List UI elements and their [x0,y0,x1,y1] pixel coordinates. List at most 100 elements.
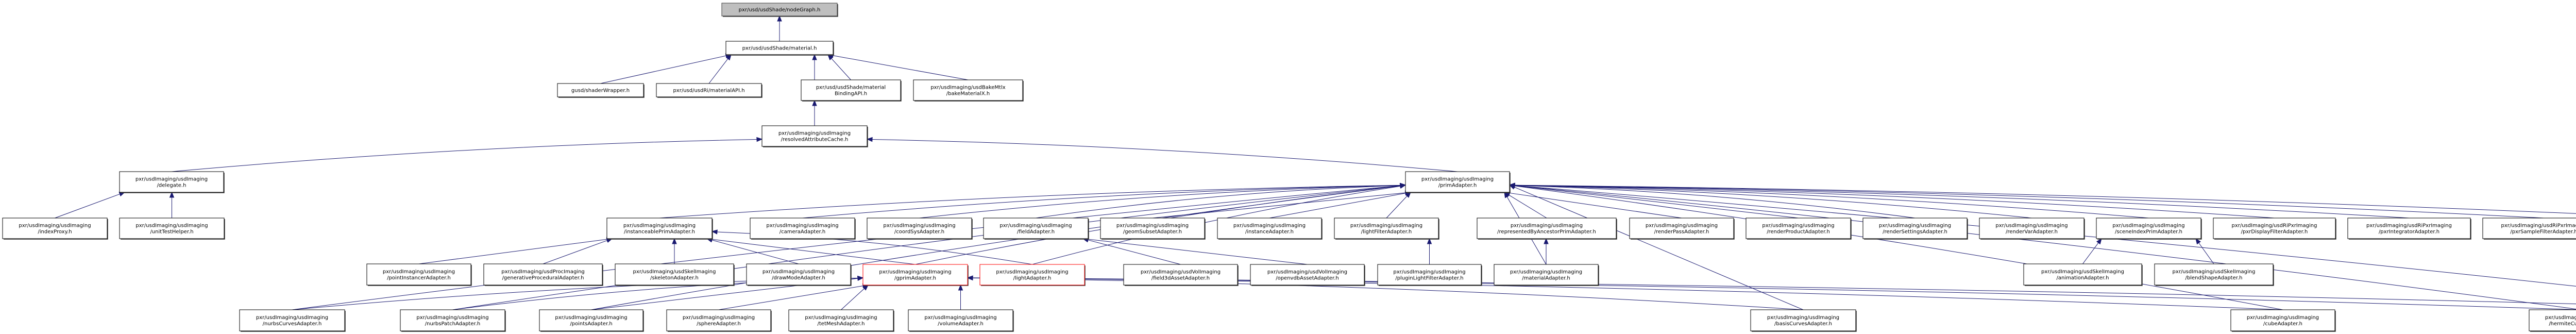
node-point-instancer-adapter[interactable]: pxr/usdImaging/usdImaging/pointInstancer… [366,263,472,286]
node-resolved-attribute-cache[interactable]: pxr/usdImaging/usdImaging/resolvedAttrib… [761,125,868,147]
node-plugin-light-filter-adapter[interactable]: pxr/usdImaging/usdImaging/pluginLightFil… [1377,264,1482,286]
node-hermite-curves-adapter[interactable]: pxr/usdImaging/usdImaging/hermiteCurvesA… [2529,309,2576,332]
node-shadow [2349,219,2471,240]
node-prim-adapter[interactable]: pxr/usdImaging/usdImaging/primAdapter.h [1405,171,1511,193]
node-box [761,125,868,147]
node-represented-by-ancestor-prim-adapter[interactable]: pxr/usdImaging/usdImaging/representedByA… [1477,218,1617,240]
node-generative-procedural-adapter[interactable]: pxr/usdImaging/usdProcImaging/generative… [483,263,603,286]
arrowhead-icon [866,137,873,142]
node-box [557,83,644,97]
node-tet-mesh-adapter[interactable]: pxr/usdImaging/usdImaging/tetMeshAdapter… [788,309,894,332]
node-blend-shape-adapter[interactable]: pxr/usdImaging/usdSkelImaging/blendShape… [2154,263,2274,286]
node-label: /resolvedAttributeCache.h [781,137,849,143]
dependency-edge [543,240,607,264]
node-label: pxr/usdImaging/usdImaging [883,223,955,229]
dependency-edge [1088,240,1181,265]
node-instance-adapter[interactable]: pxr/usdImaging/usdImaging/instanceAdapte… [1217,218,1323,240]
node-delegate[interactable]: pxr/usdImaging/usdImaging/delegate.h [119,171,225,193]
node-label: pxr/usdImaging/usdRiPxrImaging [2501,223,2576,229]
node-label: /representedByAncestorPrimAdapter.h [1497,229,1596,235]
node-node-graph[interactable]: pxr/usd/usdShade/nodeGraph.h [721,3,838,17]
node-label: pxr/usdImaging/usdImaging [416,315,488,321]
arrowhead-icon [812,54,817,60]
node-nurbs-curves-adapter[interactable]: pxr/usdImaging/usdImaging/nurbsCurvesAda… [239,309,346,332]
node-box [539,309,643,331]
node-label: /cubeAdapter.h [2263,321,2302,327]
node-label: /renderSettingsAdapter.h [1883,229,1947,235]
node-shadow [723,4,838,17]
node-label: pxr/usdImaging/usdImaging [1879,223,1951,229]
node-animation-adapter[interactable]: pxr/usdImaging/usdSkelImaging/animationA… [2023,263,2143,286]
dependency-edge [802,185,1401,219]
node-pxr-sample-filter-adapter[interactable]: pxr/usdImaging/usdRiPxrImaging/pxrSample… [2482,218,2576,240]
node-field3d-asset-adapter[interactable]: pxr/usdImaging/usdVolImaging/field3dAsse… [1123,264,1239,286]
node-index-proxy[interactable]: pxr/usdImaging/usdImaging/indexProxy.h [2,218,108,240]
node-shadow [2232,311,2336,332]
node-label: pxr/usdImaging/usdVolImaging [1141,270,1221,275]
node-label: pxr/usdImaging/usdImaging [135,223,208,229]
node-render-var-adapter[interactable]: pxr/usdImaging/usdImaging/renderVarAdapt… [1979,218,2085,240]
node-field-adapter[interactable]: pxr/usdImaging/usdImaging/fieldAdapter.h [983,218,1089,240]
node-label: /pxrSampleFilterAdapter.h [2510,229,2576,235]
dependency-edge [1509,192,1682,219]
node-shadow [1406,173,1511,193]
node-label: pxr/usdImaging/usdBakeMtlx [930,85,1005,91]
node-label: pxr/usdImaging/usdImaging [555,315,627,321]
node-shadow [4,219,108,240]
node-camera-adapter[interactable]: pxr/usdImaging/usdImaging/cameraAdapter.… [750,218,856,240]
node-light-adapter[interactable]: pxr/usdImaging/usdImaging/lightAdapter.h [979,264,1086,286]
dependency-edge [833,55,969,80]
node-cube-adapter[interactable]: pxr/usdImaging/usdImaging/cubeAdapter.h [2230,309,2336,332]
node-shadow [1125,265,1239,286]
node-coord-sys-adapter[interactable]: pxr/usdImaging/usdImaging/coordSysAdapte… [867,218,973,240]
node-label: /pxrIntegratorAdapter.h [2379,229,2439,235]
node-render-product-adapter[interactable]: pxr/usdImaging/usdImaging/renderProductA… [1745,218,1852,240]
node-pxr-integrator-adapter[interactable]: pxr/usdImaging/usdRiPxrImaging/pxrIntegr… [2347,218,2471,240]
node-label: pxr/usdImaging/usdImaging [1393,270,1465,275]
node-unit-test-helper[interactable]: pxr/usdImaging/usdImaging/unitTestHelper… [119,218,225,240]
node-label: /sphereAdapter.h [697,321,741,327]
node-instanceable-prim-adapter[interactable]: pxr/usdImaging/usdImaging/instanceablePr… [606,218,713,240]
node-gprim-adapter[interactable]: pxr/usdImaging/usdImaging/gprimAdapter.h [862,264,969,286]
node-bake-material-x[interactable]: pxr/usdImaging/usdBakeMtlx/bakeMaterialX… [913,79,1024,102]
node-material-adapter[interactable]: pxr/usdImaging/usdImaging/materialAdapte… [1494,264,1599,286]
node-label: pxr/usdImaging/usdImaging [383,269,455,275]
node-light-filter-adapter[interactable]: pxr/usdImaging/usdImaging/lightFilterAda… [1334,218,1439,240]
dependency-edge [1514,187,1804,310]
node-scene-index-prim-adapter[interactable]: pxr/usdImaging/usdImaging/sceneIndexPrim… [2096,218,2202,240]
node-shadow [1251,265,1365,286]
node-basis-curves-adapter[interactable]: pxr/usdImaging/usdImaging/basisCurvesAda… [1750,309,1857,332]
node-box [1100,218,1205,239]
node-openvdb-asset-adapter[interactable]: pxr/usdImaging/usdVolImaging/openvdbAsse… [1250,264,1365,286]
node-label: /sceneIndexPrimAdapter.h [2115,229,2182,235]
node-sphere-adapter[interactable]: pxr/usdImaging/usdImaging/sphereAdapter.… [666,309,772,332]
dependency-edge [1514,185,2410,219]
arrowhead-icon [1427,238,1432,244]
node-render-settings-adapter[interactable]: pxr/usdImaging/usdImaging/renderSettings… [1862,218,1968,240]
node-geom-subset-adapter[interactable]: pxr/usdImaging/usdImaging/geomSubsetAdap… [1100,218,1206,240]
dependency-edge [711,239,916,265]
dependency-edge [831,58,851,80]
node-skeleton-adapter[interactable]: pxr/usdImaging/usdSkelImaging/skeletonAd… [615,263,735,286]
node-box [1629,218,1734,239]
node-label: /renderPassAdapter.h [1654,229,1709,235]
node-render-pass-adapter[interactable]: pxr/usdImaging/usdImaging/renderPassAdap… [1629,218,1735,240]
node-volume-adapter[interactable]: pxr/usdImaging/usdImaging/volumeAdapter.… [908,309,1014,332]
node-shadow [909,311,1014,332]
node-label: pxr/usdImaging/usdRiPxrImaging [2366,223,2452,229]
node-shadow [1631,219,1735,240]
node-material[interactable]: pxr/usd/usdShade/material.h [725,41,834,56]
node-label: /lightFilterAdapter.h [1361,229,1412,235]
node-box [1979,218,2084,239]
node-nurbs-patch-adapter[interactable]: pxr/usdImaging/usdImaging/nurbsPatchAdap… [400,309,506,332]
node-material-api[interactable]: pxr/usd/usdRi/materialAPI.h [656,83,762,98]
node-label: pxr/usdImaging/usdProcImaging [501,269,585,275]
node-draw-mode-adapter[interactable]: pxr/usdImaging/usdImaging/drawModeAdapte… [746,263,852,286]
node-shadow [751,219,856,240]
node-shader-wrapper[interactable]: gusd/shaderWrapper.h [557,83,645,98]
node-box [1862,218,1968,239]
node-points-adapter[interactable]: pxr/usdImaging/usdImaging/pointsAdapter.… [539,309,644,332]
node-label: /hermiteCurvesAdapter.h [2549,321,2576,327]
node-pxr-display-filter-adapter[interactable]: pxr/usdImaging/usdRiPxrImaging/pxrDispla… [2213,218,2336,240]
